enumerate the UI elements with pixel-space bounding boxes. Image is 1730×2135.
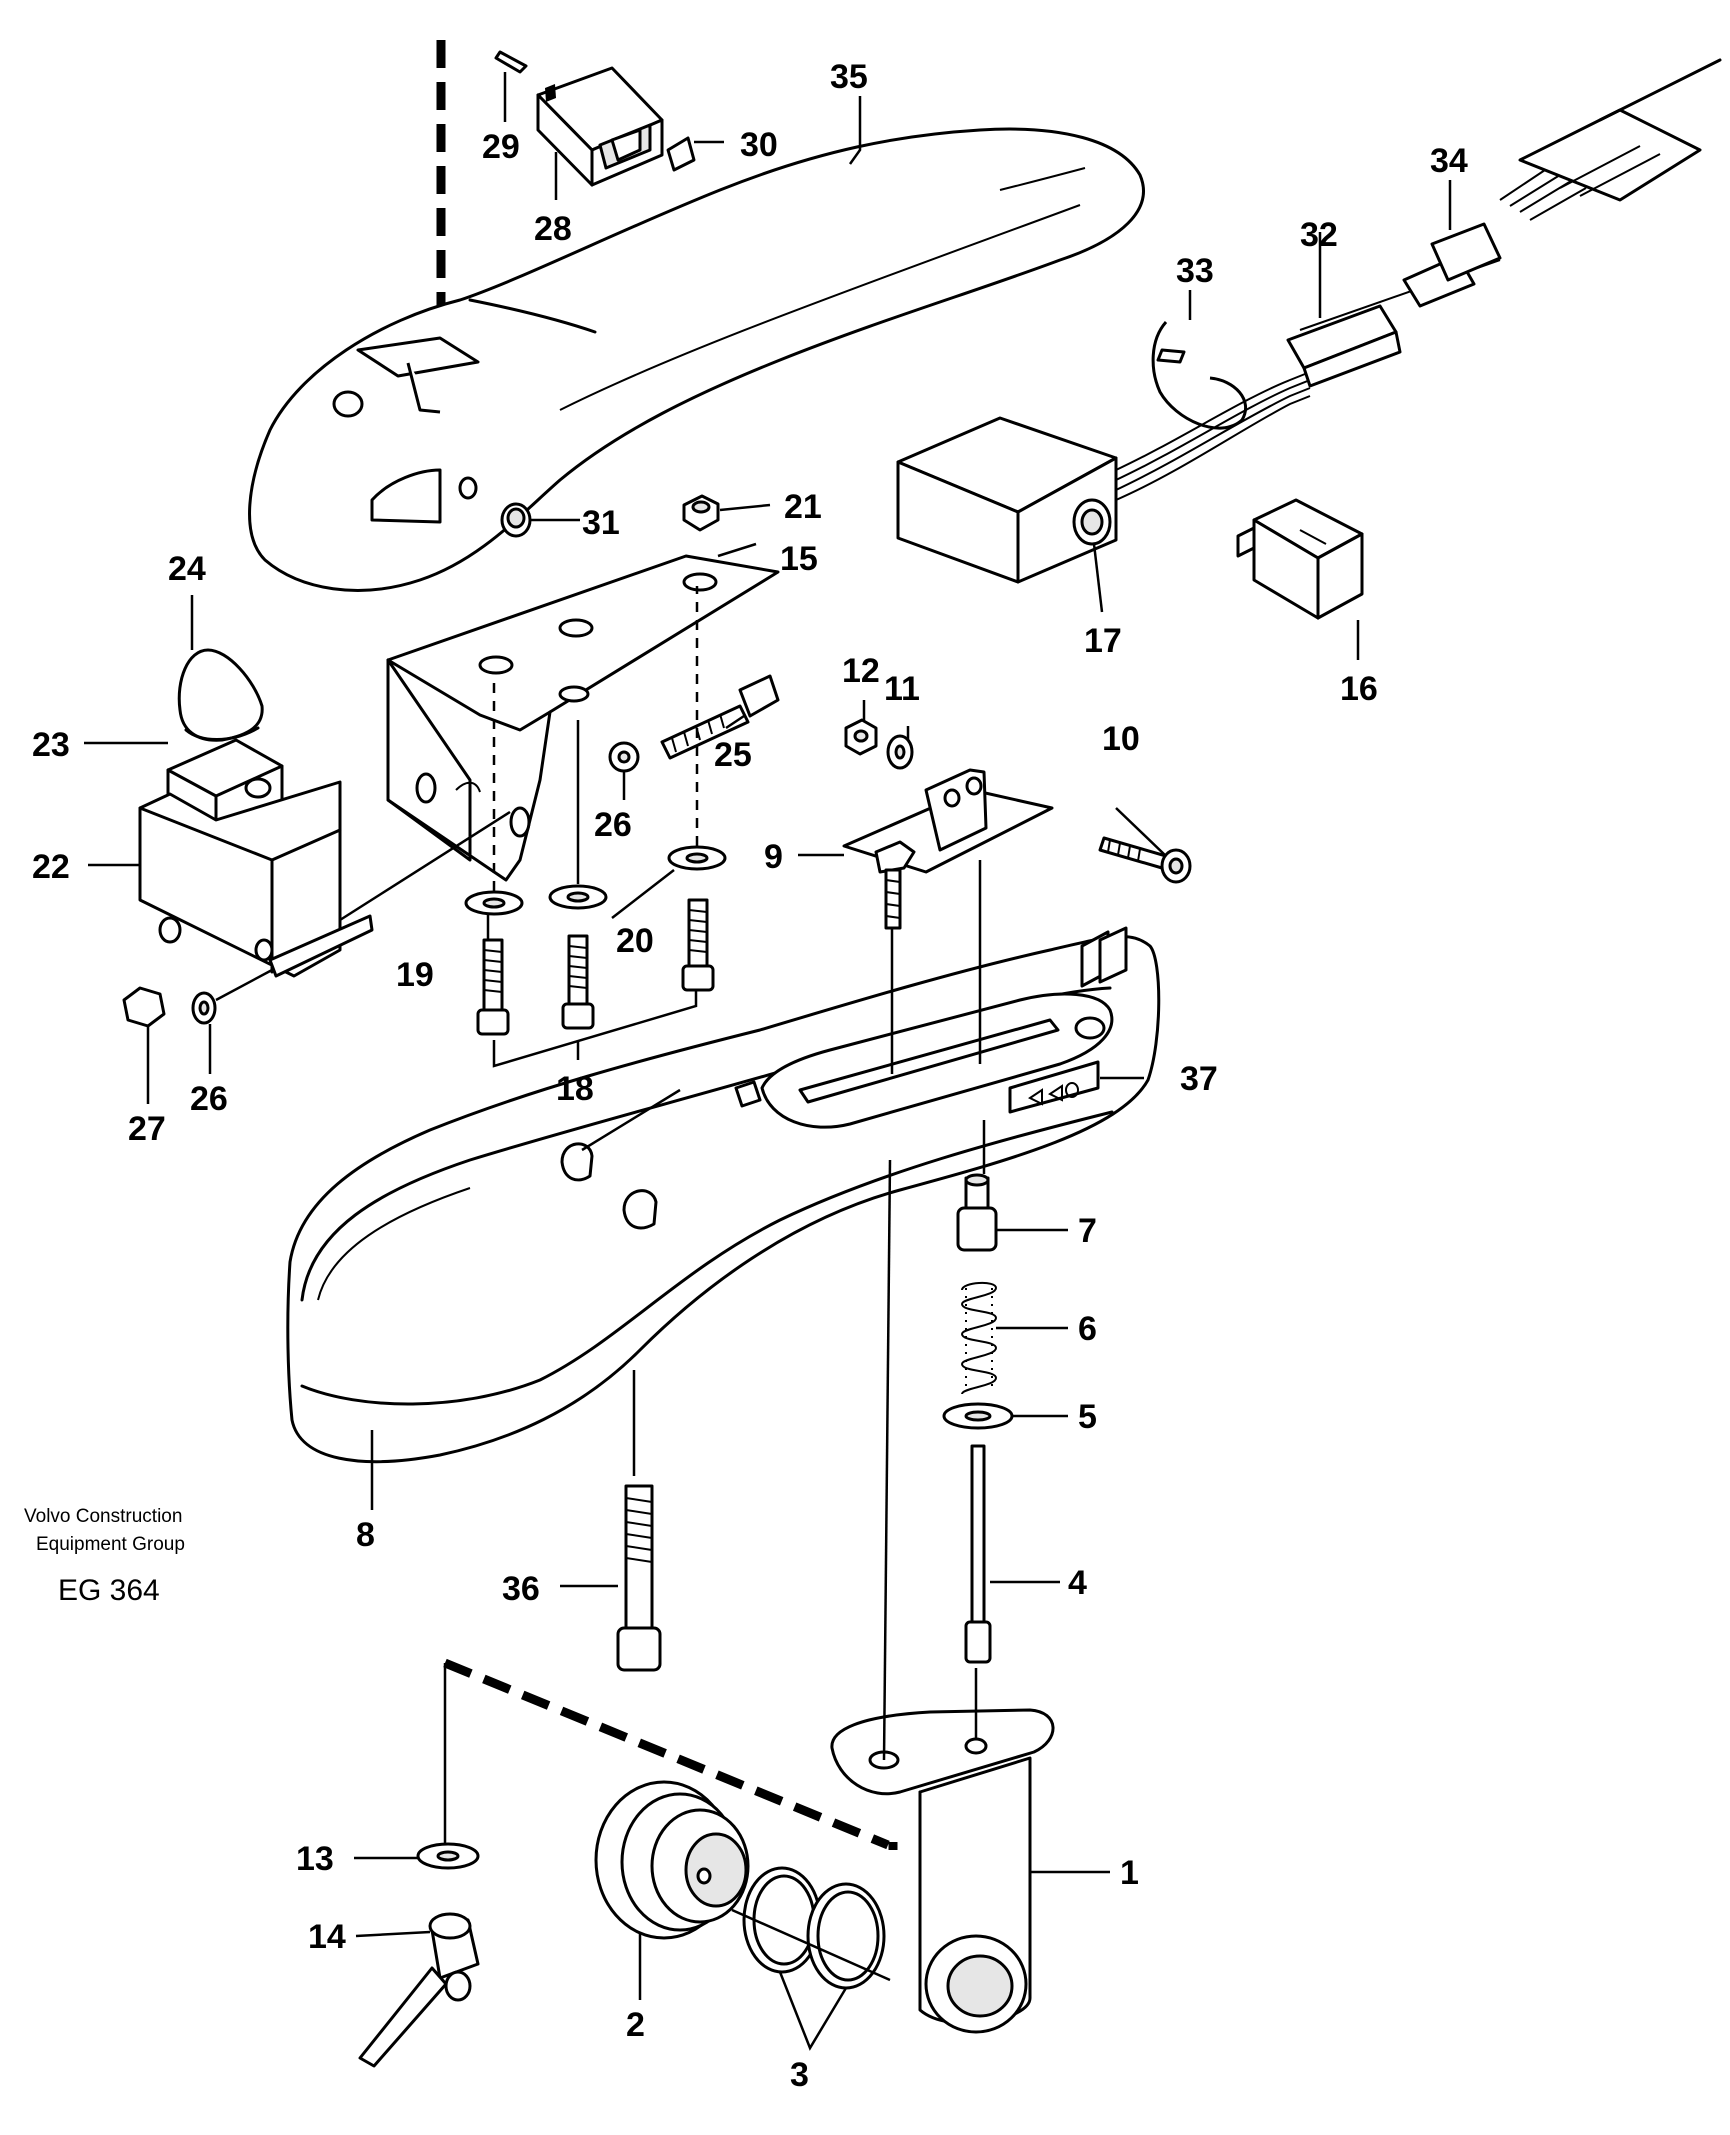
part-35-armrest-cover	[248, 127, 1145, 592]
callout-19: 19	[396, 956, 434, 994]
callouts: 1 2 3 4 5 6 7 8 9 10 11 12 13 14 15 16 1…	[32, 58, 1468, 2094]
callout-8: 8	[356, 1516, 375, 1554]
part-33-cable-tie	[1151, 321, 1248, 430]
callout-30: 30	[740, 126, 778, 164]
callout-32: 32	[1300, 216, 1338, 254]
part-29-pin	[494, 50, 528, 74]
wiring-harness	[1115, 159, 1587, 501]
callout-18: 18	[556, 1070, 594, 1108]
part-14-lever	[358, 1912, 480, 2068]
part-8-armrest-base	[286, 926, 1161, 1464]
credit-block: Volvo Construction Equipment Group EG 36…	[24, 1506, 185, 1607]
part-28-rocker-switch	[536, 66, 664, 187]
drawing-code: EG 364	[58, 1574, 160, 1607]
callout-34: 34	[1430, 142, 1468, 180]
part-21-nut	[682, 494, 720, 532]
callout-7: 7	[1078, 1212, 1097, 1250]
callout-14: 14	[308, 1918, 346, 1956]
callout-5: 5	[1078, 1398, 1097, 1436]
leader-lines	[84, 72, 1452, 2051]
part-5-washer	[942, 1402, 1014, 1430]
callout-26-switch: 26	[190, 1080, 228, 1118]
part-25-screw	[660, 674, 780, 760]
part-11-washer	[886, 734, 914, 770]
callout-22: 22	[32, 848, 70, 886]
part-10-bolt	[1098, 836, 1192, 884]
part-24-knob	[177, 648, 264, 742]
part-31-cap	[500, 502, 532, 538]
part-36-bolt	[616, 1484, 662, 1672]
callout-2: 2	[626, 2006, 645, 2044]
callout-6: 6	[1078, 1310, 1097, 1348]
part-4-pin	[964, 1444, 992, 1664]
callout-11: 11	[884, 670, 920, 708]
callout-35: 35	[830, 58, 868, 96]
part-20-washers	[548, 845, 727, 910]
callout-13: 13	[296, 1840, 334, 1878]
part-19-washer	[464, 890, 524, 916]
callout-24: 24	[168, 550, 206, 588]
callout-23: 23	[32, 726, 70, 764]
part-27-nut	[122, 986, 166, 1028]
callout-21: 21	[784, 488, 822, 526]
callout-9: 9	[764, 838, 783, 876]
part-17-control-unit	[896, 416, 1118, 584]
callout-25: 25	[714, 736, 752, 774]
part-1-pedestal	[830, 1708, 1055, 2034]
credit-line-1: Volvo Construction	[24, 1506, 182, 1527]
callout-29: 29	[482, 128, 520, 166]
part-22-switch-body	[138, 780, 374, 978]
callout-1: 1	[1120, 1854, 1139, 1892]
part-6-spring	[960, 1282, 998, 1395]
callout-10: 10	[1102, 720, 1140, 758]
callout-37: 37	[1180, 1060, 1218, 1098]
part-15-bracket	[386, 554, 780, 882]
part-32-connector	[1286, 304, 1402, 388]
callout-3: 3	[790, 2056, 809, 2094]
part-9-plate	[842, 768, 1054, 930]
callout-12: 12	[842, 652, 880, 690]
part-7-bushing	[956, 1173, 998, 1252]
callout-15: 15	[780, 540, 818, 578]
callout-16: 16	[1340, 670, 1378, 708]
part-2-plug	[594, 1780, 750, 1940]
part-3-o-rings	[742, 1866, 886, 1990]
callout-27: 27	[128, 1110, 166, 1148]
callout-31: 31	[582, 504, 620, 542]
callout-26-bracket: 26	[594, 806, 632, 844]
part-18-screws	[476, 898, 715, 1036]
part-16-relay	[1236, 498, 1364, 620]
part-26-washer-left	[191, 991, 217, 1025]
callout-28: 28	[534, 210, 572, 248]
part-26-washer-bracket	[608, 741, 640, 773]
part-13-washer	[416, 1842, 480, 1870]
part-30-lens	[666, 136, 696, 172]
credit-line-2: Equipment Group	[36, 1534, 185, 1555]
part-12-nut	[844, 718, 878, 756]
callout-20: 20	[616, 922, 654, 960]
callout-36: 36	[502, 1570, 540, 1608]
part-34-connector	[1402, 58, 1722, 308]
callout-4: 4	[1068, 1564, 1087, 1602]
assembly-dash-lines	[436, 40, 898, 1860]
callout-33: 33	[1176, 252, 1214, 290]
callout-17: 17	[1084, 622, 1122, 660]
